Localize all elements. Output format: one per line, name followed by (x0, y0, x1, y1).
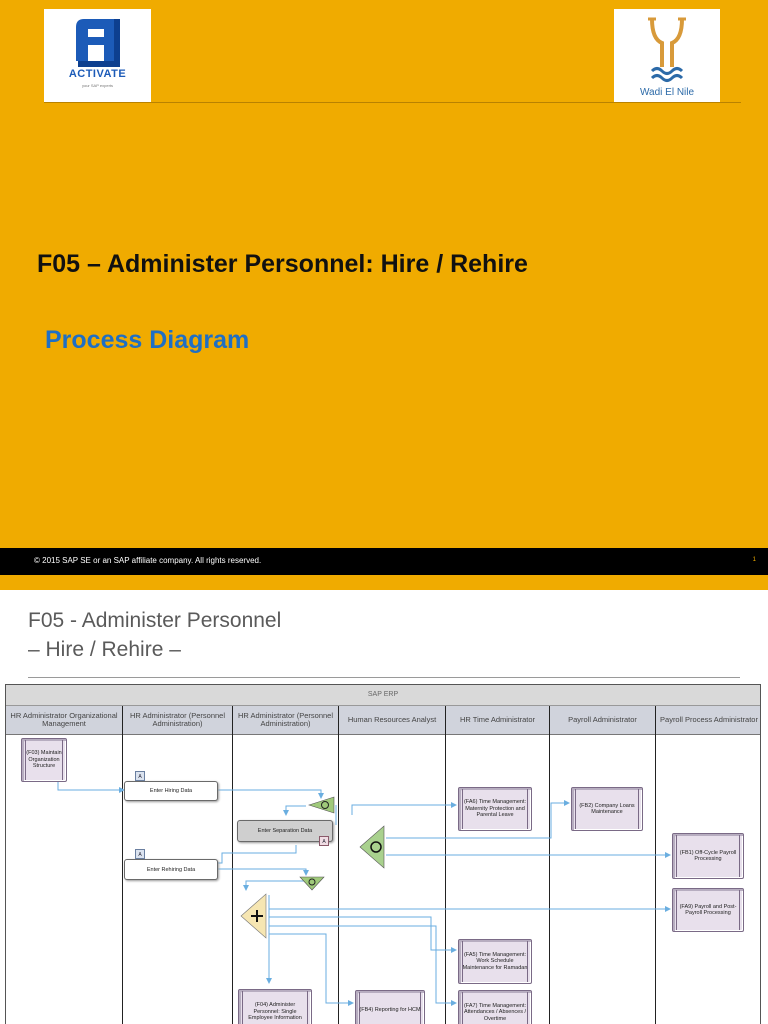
offpage-connector-a: A (135, 771, 145, 781)
lane-divider (122, 706, 123, 1024)
process-fa5-label: (FA5) Time Management: Work Schedule Mai… (462, 951, 528, 971)
process-fb1-label: (FB1) Off-Cycle Payroll Processing (679, 849, 737, 863)
and-gateway (240, 893, 267, 939)
process-f03[interactable]: (F03) Maintain Organization Structure (21, 738, 67, 782)
lane-header-hr-admin-personnel: HR Administrator (Personnel Administrati… (123, 706, 233, 734)
process-fb1[interactable]: (FB1) Off-Cycle Payroll Processing (672, 833, 744, 879)
lane-divider (338, 706, 339, 1024)
process-diagram: SAP ERP HR Administrator Organizational … (5, 684, 761, 1024)
task-enter-hiring-data-label: Enter Hiring Data (149, 788, 193, 794)
or-gateway-1 (308, 796, 335, 814)
process-f03-label: (F03) Maintain Organization Structure (26, 750, 62, 770)
task-enter-separation-data-label: Enter Separation Data (257, 828, 313, 834)
lane-header-divider (6, 734, 760, 735)
page-number: 1 (752, 557, 756, 563)
flow-separation-to-rehiring (216, 845, 297, 864)
or-gateway-2 (299, 876, 325, 891)
flow-and-to-fa7 (269, 925, 457, 1006)
slide-subtitle: Process Diagram (45, 326, 250, 354)
process-fb2-label: (FB2) Company Loans Maintenance (579, 802, 635, 816)
flow-or3-to-fa6 (351, 802, 457, 815)
task-enter-separation-data[interactable]: Enter Separation Data (237, 820, 333, 842)
lane-divider (445, 706, 446, 1024)
task-enter-rehiring-data-label: Enter Rehiring Data (146, 866, 196, 873)
flow-and-to-fa5 (269, 916, 457, 953)
flow-f03-to-hiring (57, 771, 125, 793)
flow-or-to-separation (283, 805, 306, 816)
lane-header-payroll-admin: Payroll Administrator (550, 706, 656, 734)
offpage-connector-a: A (319, 836, 329, 846)
lane-divider (549, 706, 550, 1024)
process-fa5[interactable]: (FA5) Time Management: Work Schedule Mai… (458, 939, 532, 984)
copyright-text: © 2015 SAP SE or an SAP affiliate compan… (34, 556, 262, 565)
process-fb4[interactable]: (FB4) Reporting for HCM (355, 990, 425, 1024)
or-gateway-3 (359, 825, 385, 869)
activate-logo: ACTIVATE your SAP experts (44, 9, 151, 103)
process-f04[interactable]: (F04) Administer Personnel: Single Emplo… (238, 989, 312, 1024)
process-f04-label: (F04) Administer Personnel: Single Emplo… (248, 1002, 302, 1022)
wadi-el-nile-emblem-icon (648, 17, 686, 82)
process-fa6[interactable]: (FA6) Time Management: Maternity Protect… (458, 787, 532, 831)
activate-logo-tagline: your SAP experts (81, 83, 114, 88)
footer-bar: © 2015 SAP SE or an SAP affiliate compan… (0, 548, 768, 575)
activate-a-icon (76, 19, 120, 67)
flow-and-to-fb4 (269, 933, 354, 1006)
process-fa9-label: (FA9) Payroll and Post-Payroll Processin… (679, 903, 737, 917)
process-fa7[interactable]: (FA7) Time Management: Attendances / Abs… (458, 990, 532, 1024)
title-slide: ACTIVATE your SAP experts Wadi El Nile F… (0, 0, 768, 590)
wadi-el-nile-logo-word: Wadi El Nile (639, 87, 695, 98)
title-divider (28, 677, 740, 678)
diagram-slide-title: F05 - Administer Personnel – Hire / Rehi… (28, 606, 281, 664)
process-fa9[interactable]: (FA9) Payroll and Post-Payroll Processin… (672, 888, 744, 932)
flow-or2-to-and (243, 880, 306, 891)
header-divider (44, 102, 741, 103)
diagram-title-line-2: – Hire / Rehire – (28, 638, 181, 661)
process-fb4-label: (FB4) Reporting for HCM (359, 1006, 421, 1013)
slide-title: F05 – Administer Personnel: Hire / Rehir… (37, 250, 528, 278)
process-fb2[interactable]: (FB2) Company Loans Maintenance (571, 787, 643, 831)
task-enter-rehiring-data[interactable]: Enter Rehiring Data (124, 859, 218, 880)
wadi-el-nile-logo: Wadi El Nile (614, 9, 720, 103)
flow-hiring-to-or (218, 789, 324, 799)
process-fa6-label: (FA6) Time Management: Maternity Protect… (463, 799, 527, 819)
lane-divider (232, 706, 233, 1024)
flow-rehiring-to-or2 (218, 868, 309, 876)
process-fa7-label: (FA7) Time Management: Attendances / Abs… (463, 1002, 527, 1022)
lane-header-hr-time-admin: HR Time Administrator (446, 706, 550, 734)
system-band: SAP ERP (6, 685, 760, 706)
diagram-title-line-1: F05 - Administer Personnel (28, 609, 282, 632)
lane-header-hr-admin-org-mgmt: HR Administrator Organizational Manageme… (6, 706, 123, 734)
flow-or3-to-fb2 (386, 800, 570, 839)
task-enter-hiring-data[interactable]: Enter Hiring Data (124, 781, 218, 801)
offpage-connector-a: A (135, 849, 145, 859)
lane-divider (655, 706, 656, 1024)
lane-header-payroll-process-admin: Payroll Process Administrator (656, 706, 760, 734)
activate-logo-word: ACTIVATE (68, 68, 127, 80)
flow-arrows (57, 771, 671, 1006)
